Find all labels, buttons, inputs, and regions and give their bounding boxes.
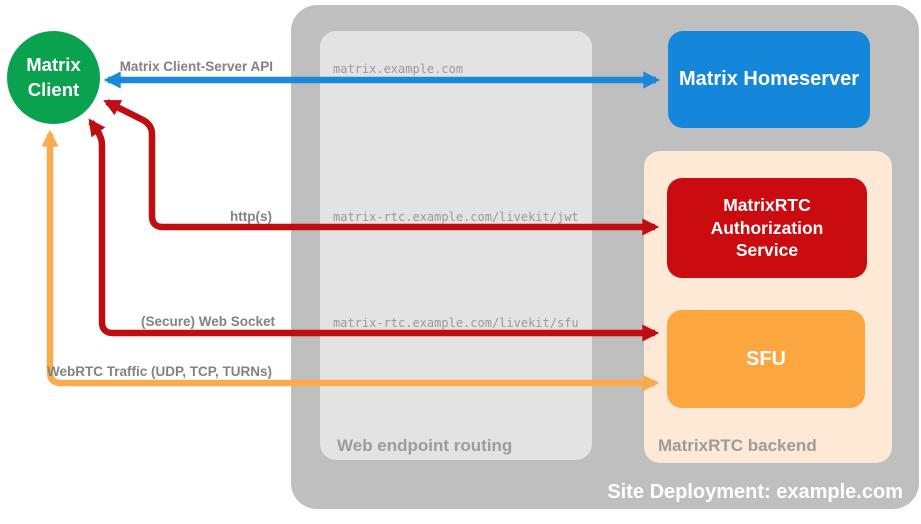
matrix-client-label: Matrix Client [26,54,81,100]
webrtc-traffic-arrow-label: WebRTC Traffic (UDP, TCP, TURNs) [46,364,272,379]
client-server-api-arrow-label: Matrix Client-Server API [119,59,273,74]
endpoint-livekit-jwt: matrix-rtc.example.com/livekit/jwt [333,210,579,224]
web-endpoint-routing-container [320,31,592,460]
matrixrtc-authorization-service-label: MatrixRTC Authorization Service [710,194,824,261]
endpoint-homeserver: matrix.example.com [333,62,464,76]
matrixrtc-authorization-service-node: MatrixRTC Authorization Service [667,178,867,278]
site-deployment-caption: Site Deployment: example.com [607,481,903,503]
web-socket-arrow-label: (Secure) Web Socket [140,314,275,329]
matrix-homeserver-node: Matrix Homeserver [668,31,870,128]
sfu-node: SFU [667,310,865,408]
https-arrow-label: http(s) [230,209,272,224]
web-endpoint-routing-caption: Web endpoint routing [337,436,513,455]
sfu-label: SFU [746,347,786,370]
matrixrtc-backend-caption: MatrixRTC backend [658,436,817,455]
endpoint-livekit-sfu: matrix-rtc.example.com/livekit/sfu [333,316,579,330]
matrix-client-node: Matrix Client [7,31,100,124]
matrix-homeserver-label: Matrix Homeserver [678,68,860,90]
